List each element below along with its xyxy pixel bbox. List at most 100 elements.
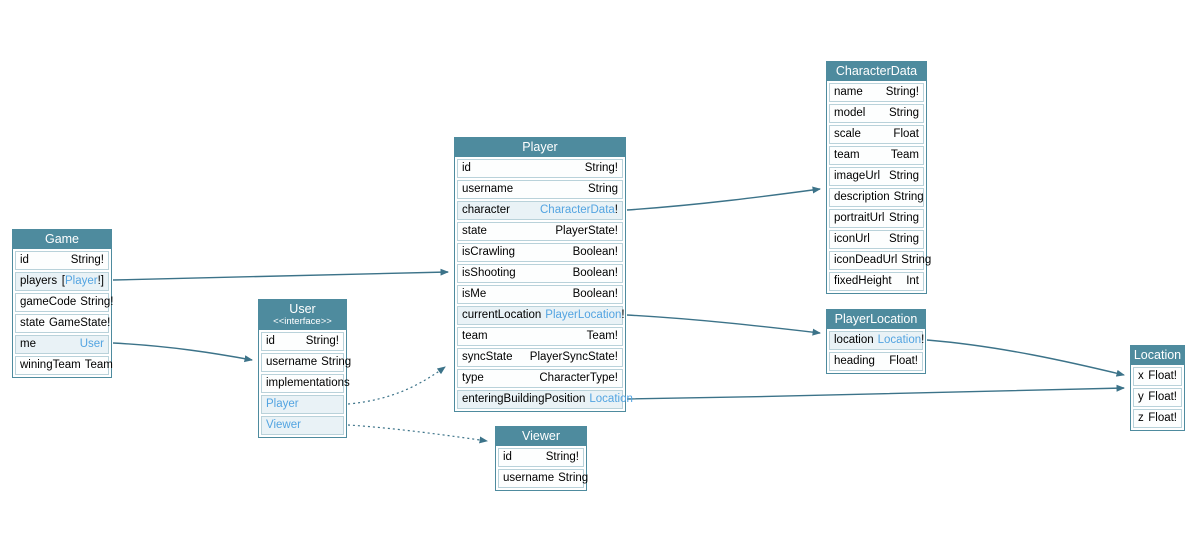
field-name: isCrawling <box>462 246 516 258</box>
field-row-game-players[interactable]: players[Player!] <box>15 272 109 291</box>
edge-game-players-to-player <box>112 268 449 281</box>
field-name: fixedHeight <box>834 275 892 287</box>
type-link[interactable]: CharacterData <box>540 204 615 216</box>
field-type: [Player!] <box>61 275 104 287</box>
type-title-text: Game <box>44 232 80 246</box>
type-title-text: PlayerLocation <box>834 312 918 326</box>
field-type: Team <box>890 149 919 161</box>
type-title-playerlocation[interactable]: PlayerLocation <box>827 310 925 329</box>
type-title-characterdata[interactable]: CharacterData <box>827 62 926 81</box>
field-type: CharacterData! <box>540 204 618 216</box>
field-name: winingTeam <box>20 359 81 371</box>
field-type: String <box>893 191 924 203</box>
field-name: heading <box>834 355 875 367</box>
type-link[interactable]: Location <box>877 334 922 346</box>
field-type: String <box>888 212 919 224</box>
field-type: CharacterType! <box>539 372 618 384</box>
type-title-user[interactable]: User<<interface>> <box>259 300 346 330</box>
field-name: name <box>834 86 863 98</box>
field-name: type <box>462 372 484 384</box>
edge-player-character-to-characterdata <box>626 186 821 211</box>
field-name: players <box>20 275 58 287</box>
edge-game-me-to-user <box>112 342 253 363</box>
field-type: String! <box>584 162 618 174</box>
type-title-text: Player <box>522 140 558 154</box>
type-link[interactable]: User <box>79 338 104 350</box>
type-link[interactable]: Location <box>589 393 633 405</box>
type-link[interactable]: Player <box>65 275 98 287</box>
type-title-player[interactable]: Player <box>455 138 625 157</box>
field-row-playerlocation-heading[interactable]: heading Float! <box>829 352 923 371</box>
field-name: gameCode <box>20 296 77 308</box>
type-title-location[interactable]: Location <box>1131 346 1184 365</box>
field-type: Float! <box>889 355 918 367</box>
field-name: enteringBuildingPosition <box>462 393 586 405</box>
field-name: team <box>834 149 860 161</box>
field-type: Float! <box>1148 370 1177 382</box>
edge-player-currentlocation-to-playerlocation <box>626 314 821 336</box>
type-title-text: Viewer <box>522 429 560 443</box>
field-type: String <box>321 356 352 368</box>
field-type: String! <box>545 451 579 463</box>
type-title-viewer[interactable]: Viewer <box>496 427 586 446</box>
implementation-row-user-player[interactable]: Player <box>261 395 344 414</box>
implementation-row-user-viewer[interactable]: Viewer <box>261 416 344 435</box>
type-title-text: User <box>289 302 316 316</box>
field-row-player-character[interactable]: character CharacterData! <box>457 201 623 220</box>
field-name: username <box>503 472 555 484</box>
field-type: String <box>901 254 932 266</box>
field-type: Boolean! <box>572 288 618 300</box>
field-type: String <box>888 233 919 245</box>
type-title-text: CharacterData <box>835 64 918 78</box>
field-row-player-type[interactable]: type CharacterType! <box>457 369 623 388</box>
field-type: String <box>888 170 919 182</box>
field-name: id <box>503 451 512 463</box>
field-row-characterdata-team[interactable]: team Team <box>829 146 924 165</box>
type-title-game[interactable]: Game <box>13 230 111 249</box>
field-row-viewer-id[interactable]: id String! <box>498 448 584 467</box>
section-row-user-implementations[interactable]: implementations <box>261 374 350 393</box>
edge-user-player-to-player <box>347 366 446 405</box>
type-link[interactable]: PlayerLocation <box>545 309 622 321</box>
field-type: Team! <box>586 330 618 342</box>
field-name: character <box>462 204 510 216</box>
field-name: state <box>462 225 487 237</box>
field-name: username <box>462 183 514 195</box>
